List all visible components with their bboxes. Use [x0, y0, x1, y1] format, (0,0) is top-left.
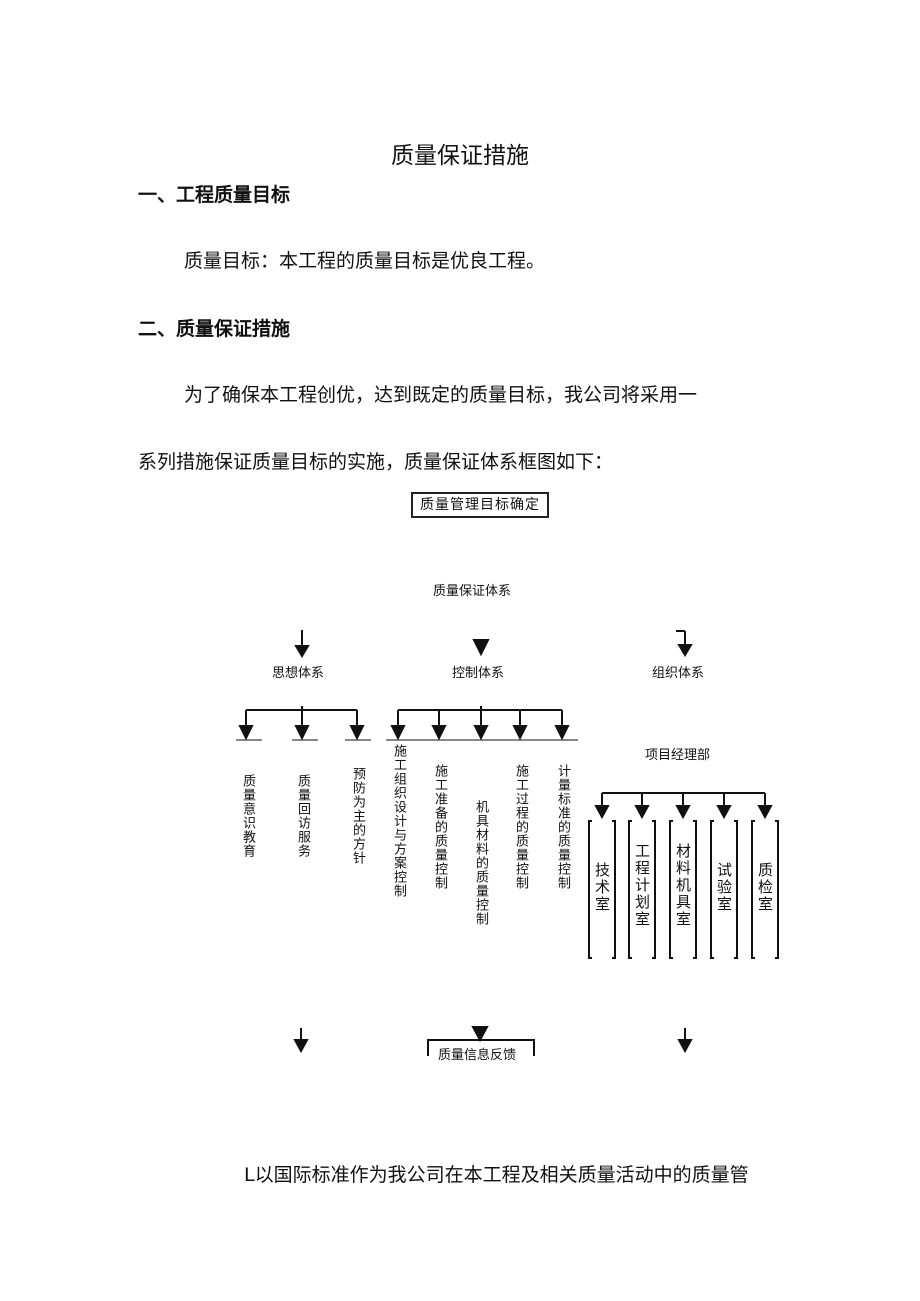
section2-paragraph-line1: 为了确保本工程创优，达到既定的质量目标，我公司将采用一: [184, 384, 698, 406]
branch-control: 控制体系: [452, 666, 505, 681]
thought-item: 质量回访服务: [295, 774, 310, 858]
section1-heading: 一、工程质量目标: [138, 184, 291, 206]
branch-thought: 思想体系: [272, 666, 325, 681]
control-item: 施工组织设计与方案控制: [391, 744, 406, 898]
top-goal-label: 质量管理目标确定: [420, 497, 540, 513]
section1-text: 质量目标：本工程的质量目标是优良工程。: [184, 250, 546, 272]
system-label: 质量保证体系: [433, 584, 512, 599]
org-head: 项目经理部: [645, 748, 711, 763]
document-title: 质量保证措施: [391, 143, 529, 169]
control-item: 计量标准的质量控制: [555, 764, 570, 890]
section2-paragraph-line2: 系列措施保证质量目标的实施，质量保证体系框图如下：: [138, 451, 614, 473]
footer-paragraph: L以国际标准作为我公司在本工程及相关质量活动中的质量管: [244, 1164, 749, 1186]
control-item: 施工准备的质量控制: [432, 764, 447, 890]
branch-organization: 组织体系: [652, 666, 705, 681]
org-room: 试验室: [715, 862, 733, 913]
org-room: 技术室: [593, 862, 611, 913]
org-room: 材料机具室: [674, 843, 692, 928]
org-room: 工程计划室: [633, 843, 651, 928]
org-room: 质检室: [756, 862, 774, 913]
control-item: 施工过程的质量控制: [513, 764, 528, 890]
thought-item: 预防为主的方针: [350, 767, 365, 865]
top-goal-box: 质量管理目标确定: [411, 492, 549, 518]
section2-heading: 二、质量保证措施: [138, 318, 291, 340]
thought-item: 质量意识教育: [240, 774, 255, 858]
feedback-label: 质量信息反馈: [438, 1048, 517, 1063]
control-item: 机具材料的质量控制: [473, 800, 488, 926]
